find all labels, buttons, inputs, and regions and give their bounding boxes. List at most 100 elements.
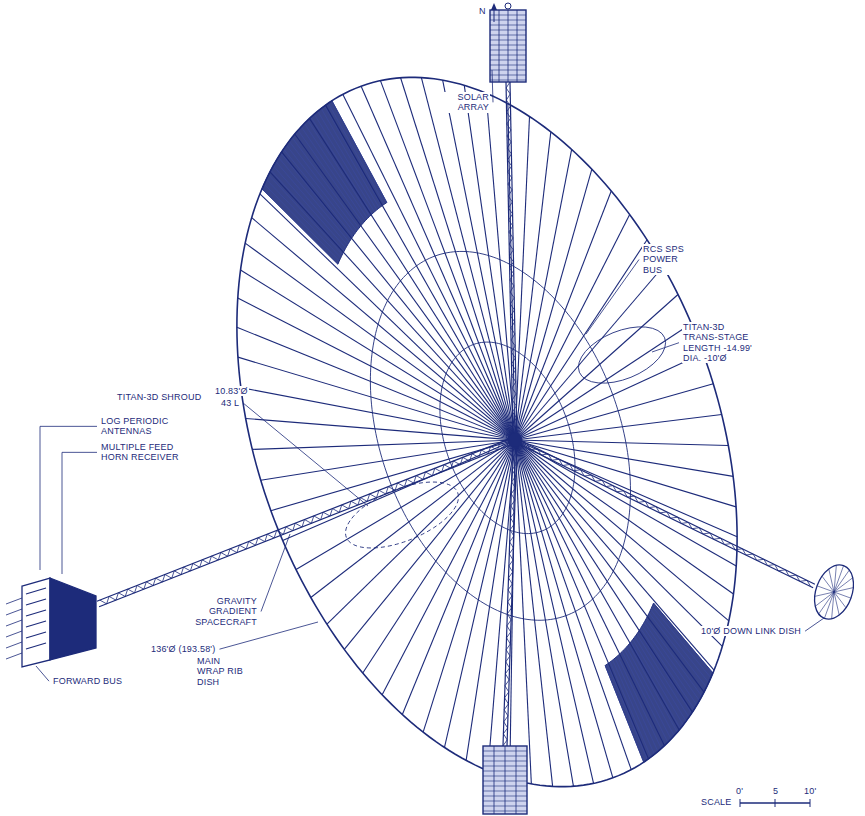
mesh-hatch — [608, 664, 648, 760]
dish-rib — [515, 415, 722, 440]
boom-rail — [516, 438, 815, 584]
dish-rib — [343, 94, 515, 440]
mesh-hatch — [615, 658, 658, 751]
array-cell-line — [490, 25, 526, 26]
leader-line — [36, 666, 49, 681]
array-cell-line — [490, 30, 526, 31]
dish-rib — [515, 440, 679, 730]
scale-tick — [740, 799, 741, 807]
forward-bus — [6, 578, 96, 667]
dimension-label: 136'Ø (193.58') — [150, 644, 216, 654]
array-cell-line — [483, 801, 527, 802]
part-label: MULTIPLE FEED HORN RECEIVER — [100, 442, 184, 463]
mesh-hatch — [332, 101, 387, 203]
leader-line — [652, 343, 679, 352]
part-label: TITAN-3D TRANS-STAGE LENGTH -14.99' DIA.… — [682, 322, 762, 363]
dish-rib — [344, 440, 515, 649]
bus-detail — [26, 610, 46, 616]
mesh-hatch — [654, 603, 713, 673]
dish-rib — [515, 267, 663, 440]
downlink-rib — [829, 569, 834, 592]
dish-rib — [515, 323, 691, 440]
horn-feed — [6, 620, 22, 626]
leader-line — [62, 452, 97, 574]
dish-rib — [261, 440, 515, 480]
dish-rib — [380, 81, 515, 440]
dish-rim — [237, 77, 737, 786]
solar-mast — [503, 440, 517, 746]
leader-line — [586, 260, 639, 334]
north-label: N — [478, 6, 487, 16]
leader-line — [40, 426, 97, 570]
mesh-hatch — [284, 149, 353, 236]
array-cell-line — [483, 796, 527, 797]
boom-lacing — [516, 438, 811, 586]
shroud-outline — [337, 468, 468, 561]
hub — [508, 433, 522, 447]
dish-rib — [515, 440, 531, 784]
mesh-hatch — [273, 166, 346, 248]
mesh-hatch — [276, 161, 348, 245]
array-cell-line — [490, 15, 526, 16]
dish-rib — [382, 440, 515, 695]
mesh-hatch — [633, 639, 683, 724]
mesh-hatch — [304, 123, 367, 218]
scale-label: 5 — [772, 786, 779, 796]
horn-feed — [6, 631, 22, 637]
array-panel — [490, 10, 526, 82]
downlink-rib — [815, 592, 834, 606]
mast-tip — [505, 3, 511, 9]
bus-detail — [26, 588, 46, 594]
horn-feed — [6, 609, 22, 615]
dish-rib — [241, 270, 515, 440]
dish-rib — [515, 384, 713, 440]
downlink-dish — [808, 560, 861, 625]
north-arrowhead — [491, 3, 497, 10]
downlink-rib — [834, 588, 853, 592]
scale-tick — [810, 799, 811, 807]
dish-hoop — [440, 342, 575, 533]
horn-feed — [6, 598, 22, 604]
downlink-boom — [514, 438, 815, 588]
dish-rib — [421, 78, 515, 440]
dimension-label: 10.83'Ø — [214, 386, 249, 396]
boom-lacing — [100, 439, 516, 604]
array-cell-line — [490, 65, 526, 66]
mesh-hatch — [328, 103, 384, 204]
part-label: FORWARD BUS — [52, 676, 123, 686]
array-cell-line — [490, 75, 526, 76]
array-cell-line — [499, 10, 500, 82]
leader-line — [805, 618, 824, 631]
array-cell-line — [483, 781, 527, 782]
mesh-hatch — [298, 130, 363, 223]
boom-rail — [514, 442, 813, 588]
dish-rib — [252, 440, 515, 449]
dish-rib — [238, 298, 515, 440]
mesh-hatch — [646, 619, 702, 696]
array-cell-line — [483, 771, 527, 772]
array-cell-line — [490, 45, 526, 46]
array-cell-line — [490, 60, 526, 61]
leader-line — [492, 70, 493, 102]
boom-rail — [507, 440, 517, 746]
part-label: 10'Ø DOWN LINK DISH — [700, 626, 802, 636]
dish-hoop — [370, 251, 630, 620]
dish-rib — [515, 440, 728, 446]
bus-detail — [26, 632, 46, 638]
forward-boom — [97, 437, 516, 607]
mesh-hatch — [651, 610, 709, 683]
array-cell-line — [483, 791, 527, 792]
dish-rib — [311, 440, 515, 597]
downlink-rim — [808, 560, 861, 625]
dish-rib — [515, 440, 722, 646]
mesh-hatch — [286, 145, 355, 234]
dish-rib — [488, 440, 515, 771]
array-cell-line — [490, 50, 526, 51]
array-cell-line — [483, 811, 527, 812]
dish-rib — [283, 440, 515, 541]
array-cell-line — [483, 776, 527, 777]
dish-rib — [252, 218, 515, 440]
